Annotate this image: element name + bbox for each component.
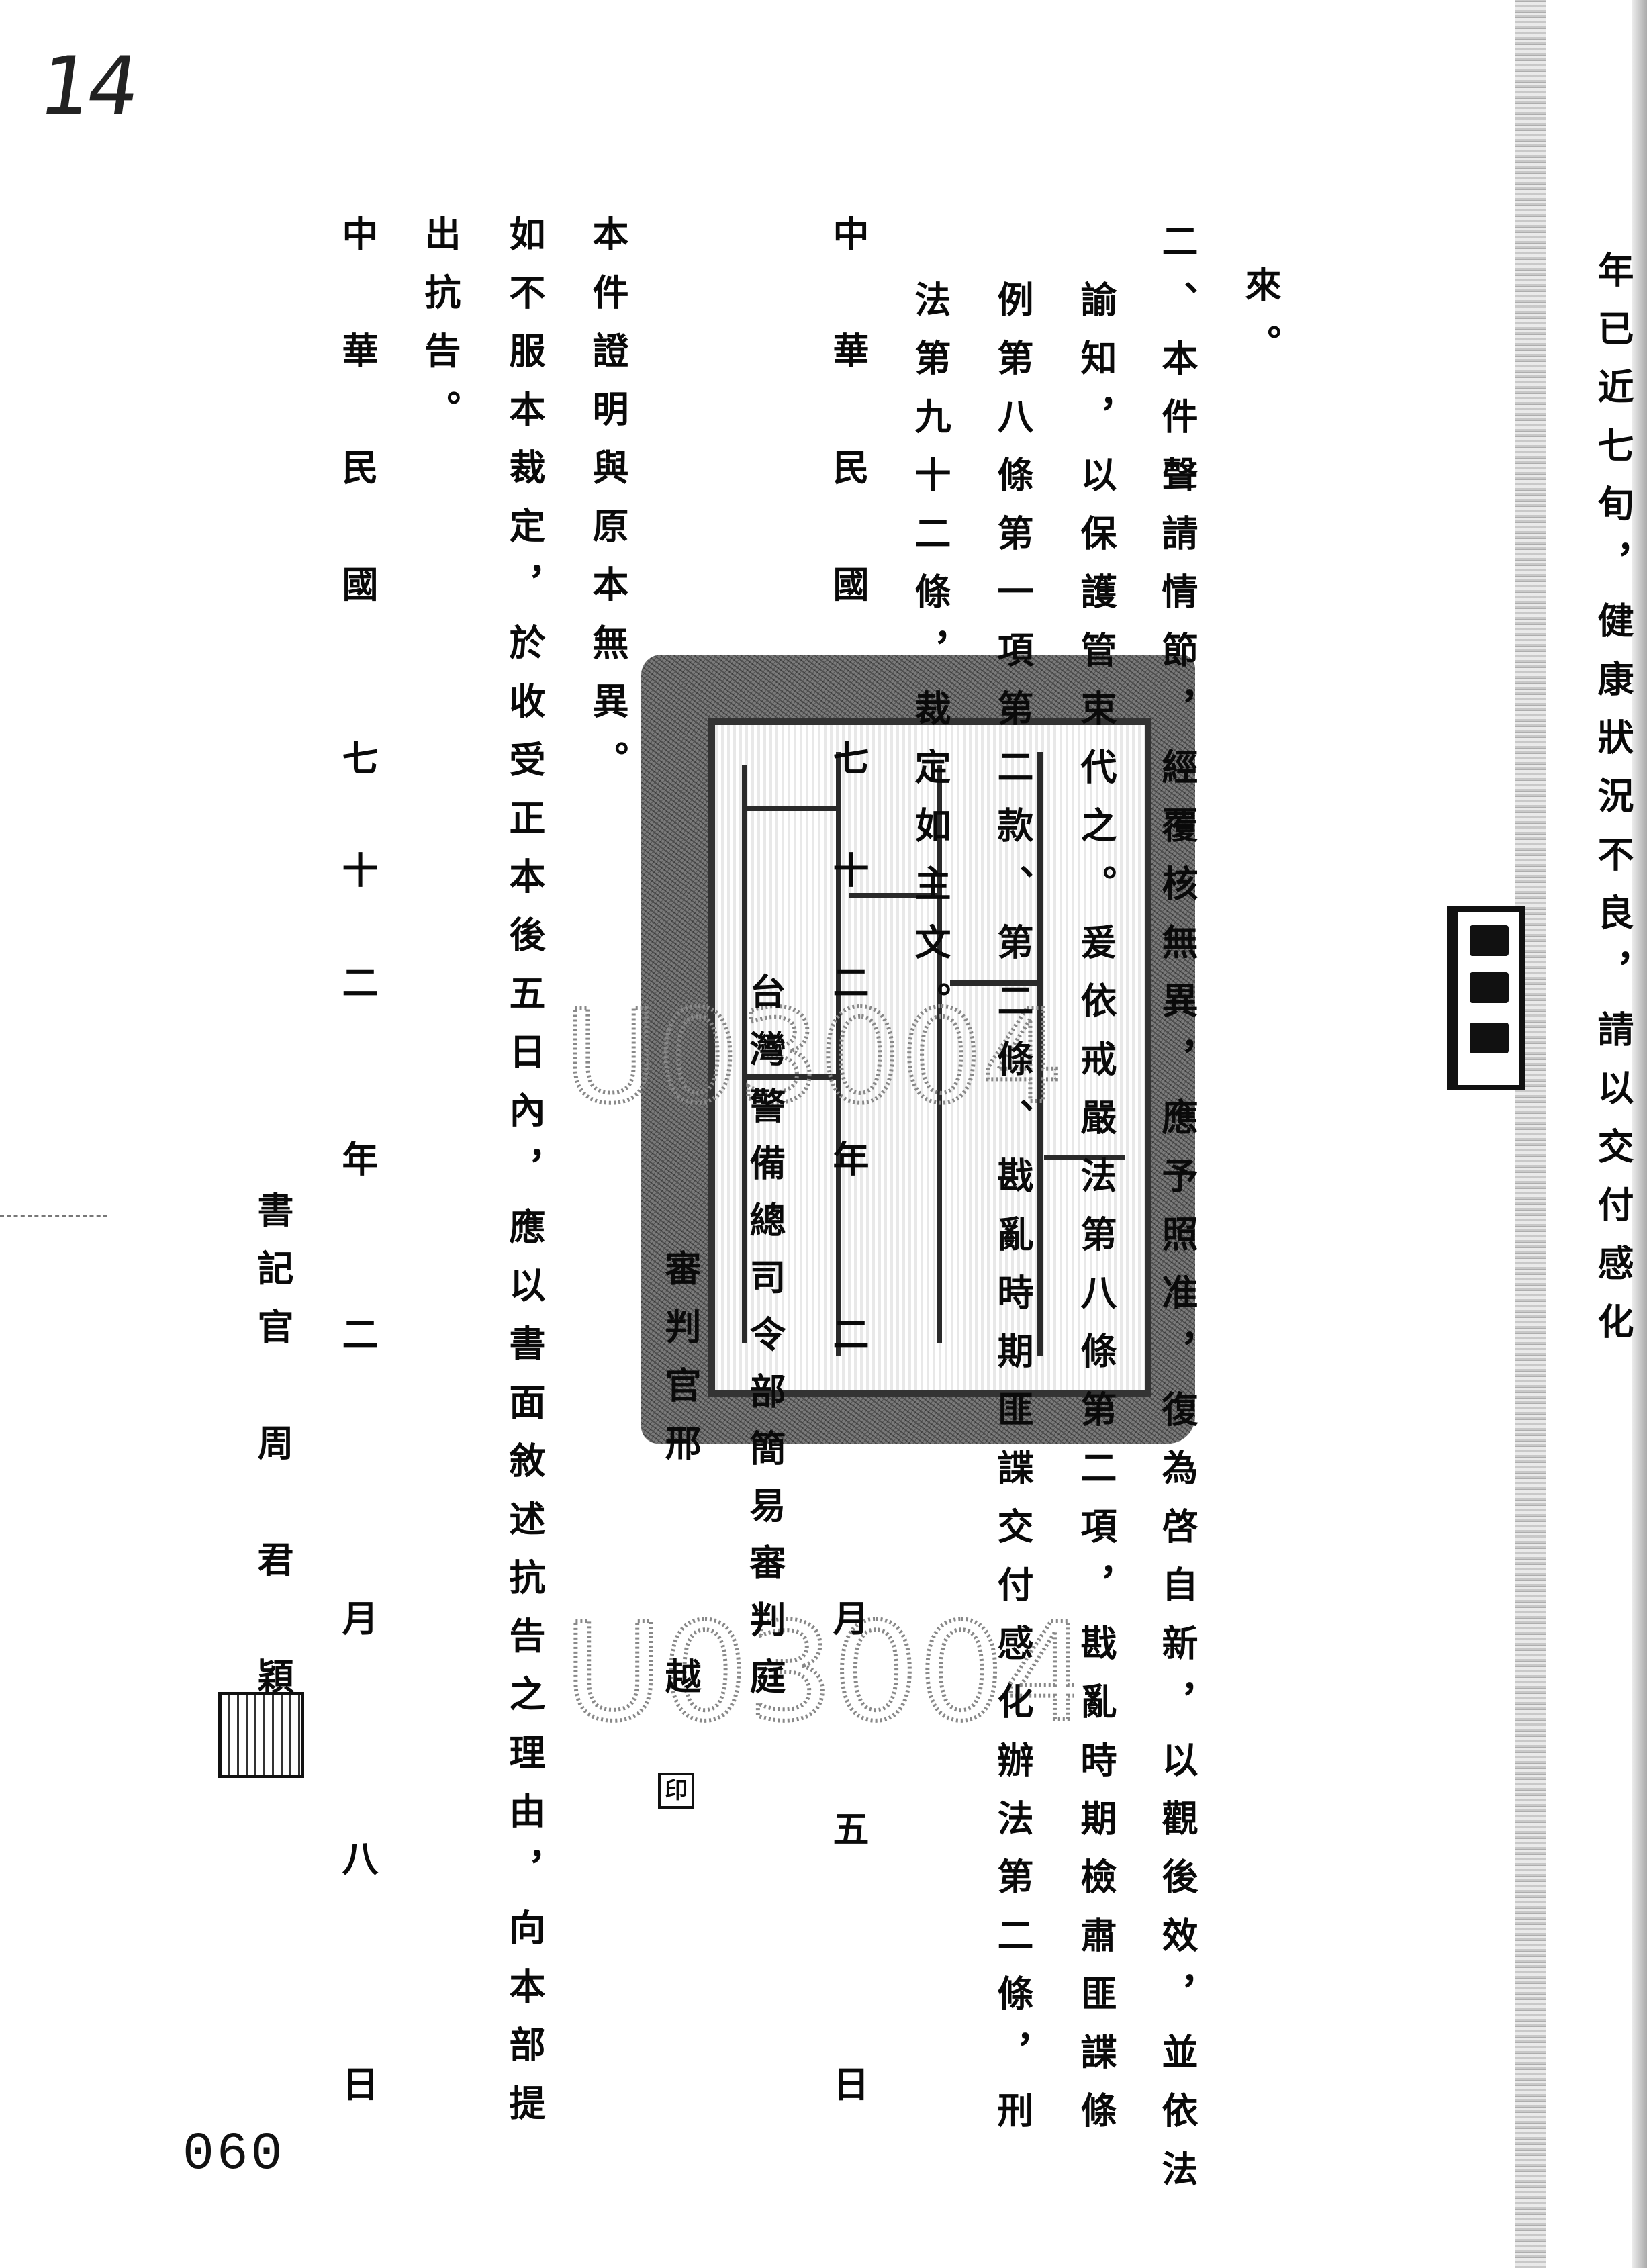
clerk-given-name-2: 穎 (251, 1658, 294, 1694)
body-column-5: 法第九十二條，裁定如主文。 (908, 281, 951, 1040)
date-month-unit: 月 (336, 1599, 379, 1636)
date-day-unit: 日 (827, 2065, 869, 2101)
date-day: 八 (336, 1840, 379, 1876)
fold-mark (0, 1215, 107, 1217)
official-seal (641, 655, 1195, 1444)
archive-watermark-lower: U03004 (564, 1611, 1074, 1739)
judge-title: 審判官 (659, 1249, 702, 1425)
clerk-surname: 周 (251, 1424, 294, 1460)
date-era: 中華民國 (827, 215, 869, 682)
svg-text:U03004: U03004 (564, 1000, 1061, 1121)
clerk-given-name-1: 君 (251, 1541, 294, 1577)
binding-fold-band (1515, 0, 1546, 2268)
page-edge-shadow (1632, 0, 1647, 2268)
date-month-unit: 月 (827, 1599, 869, 1636)
date-day-unit: 日 (336, 2065, 379, 2101)
judge-seal-mark: 印 (658, 1773, 694, 1809)
continued-text-column: 年已近七旬，健康狀況不良，請以交付感化 (1591, 251, 1634, 1361)
clerk-title: 書記官 (251, 1191, 294, 1366)
page-number: 060 (183, 2125, 285, 2184)
clerk-seal (218, 1692, 304, 1778)
date-year: 七十二 (827, 739, 869, 1076)
certification-text: 本件證明與原本無異。 (586, 215, 629, 799)
date-day: 五 (827, 1810, 869, 1846)
body-column-4: 例第八條第一項第二款、第二條、戡亂時期匪諜交付感化辦法第二條，刑 (991, 281, 1034, 2150)
body-column-3: 諭知，以保護管束代之。爰依戒嚴法第八條第二項，戡亂時期檢肅匪諜條 (1074, 281, 1117, 2150)
date-era: 中華民國 (336, 215, 379, 682)
date-year-unit: 年 (827, 1140, 869, 1176)
date-year: 七十二 (336, 739, 379, 1076)
body-column-2: 二、本件聲請情節，經覆核無異，應予照准，復為啓自新，以觀後效，並依法 (1156, 222, 1198, 2208)
date-year-unit: 年 (336, 1140, 379, 1176)
appeal-notice-line-1: 如不服本裁定，於收受正本後五日內，應以書面敘述抗告之理由，向本部提 (503, 215, 546, 2142)
svg-text:U03004: U03004 (564, 1611, 1074, 1739)
archive-stamp (1447, 906, 1525, 1090)
date-month: 二 (827, 1315, 869, 1352)
body-column-1: 來。 (1239, 266, 1282, 383)
judge-surname: 邢 (659, 1424, 702, 1460)
court-name: 台灣警備總司令部簡易審判庭 (743, 973, 786, 1715)
appeal-notice-line-2: 出抗告。 (418, 215, 461, 448)
judge-given-name: 越 (659, 1658, 702, 1694)
archive-watermark-upper: U03004 (564, 1000, 1061, 1121)
date-month: 二 (336, 1315, 379, 1352)
handwritten-page-number: 14 (34, 40, 142, 134)
